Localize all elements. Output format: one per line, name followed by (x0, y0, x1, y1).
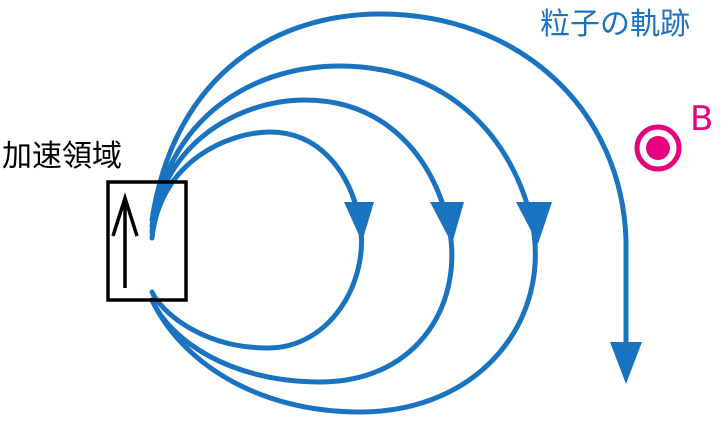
magnetic-field-symbol (634, 124, 682, 172)
acceleration-region-label: 加速領域 (2, 139, 122, 174)
trajectories (149, 11, 629, 415)
trajectory-1 (149, 129, 364, 351)
arrowhead-2 (430, 202, 464, 244)
trajectory-arrowheads (344, 202, 642, 384)
arrowhead-3 (516, 202, 552, 244)
field-label: B (690, 99, 713, 139)
field-outer-circle (634, 124, 682, 172)
arrowhead-4 (610, 342, 642, 384)
field-dot (646, 136, 670, 160)
acceleration-arrow (111, 192, 139, 288)
trajectory-3 (149, 63, 538, 415)
trajectory-4 (149, 11, 629, 365)
trajectory-label: 粒子の軌跡 (540, 7, 690, 42)
acceleration-region-box (106, 180, 188, 302)
arrowhead-1 (344, 202, 374, 242)
